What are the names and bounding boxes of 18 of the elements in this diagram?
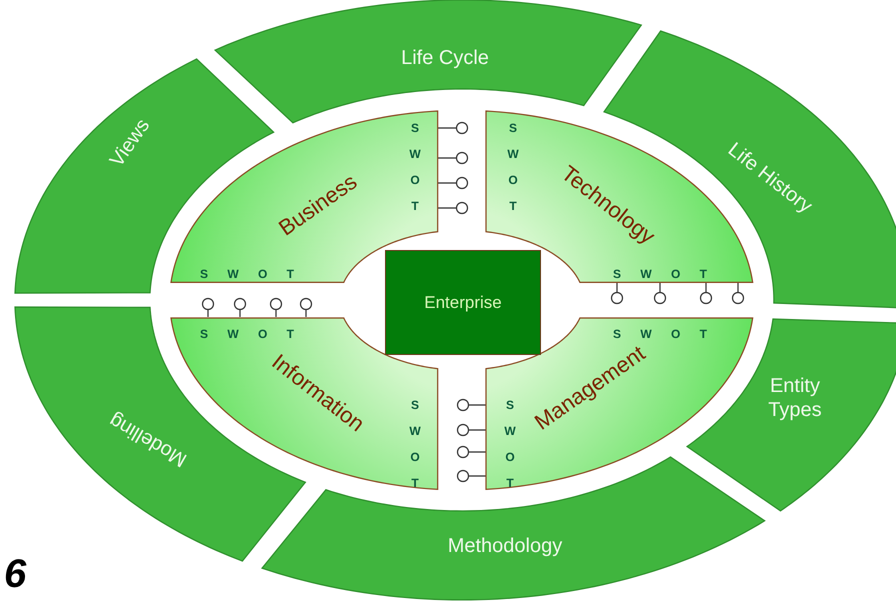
ring-segment xyxy=(686,318,896,511)
swot-letters: S W O T xyxy=(408,120,421,215)
swot-letters: S W O T xyxy=(507,120,519,215)
swot-letters: S W O T xyxy=(504,397,516,492)
swot-letters: S W O T xyxy=(613,266,707,281)
quadrant-sector xyxy=(171,110,438,282)
swot-letters: S W O T xyxy=(408,397,421,492)
figure-number: 6 xyxy=(4,552,26,596)
quadrant-sector xyxy=(486,318,753,490)
center-label: Enterprise xyxy=(424,292,502,312)
swot-letters: S W O T xyxy=(613,327,707,341)
segment-label: Life Cycle xyxy=(401,46,489,70)
segment-label: Methodology xyxy=(448,534,562,558)
swot-letters: S W O T xyxy=(200,327,294,341)
swot-letters: S W O T xyxy=(200,266,294,281)
ring-segment xyxy=(15,58,274,293)
segment-label: Entity Types xyxy=(767,374,823,422)
ring-segment xyxy=(214,0,641,123)
